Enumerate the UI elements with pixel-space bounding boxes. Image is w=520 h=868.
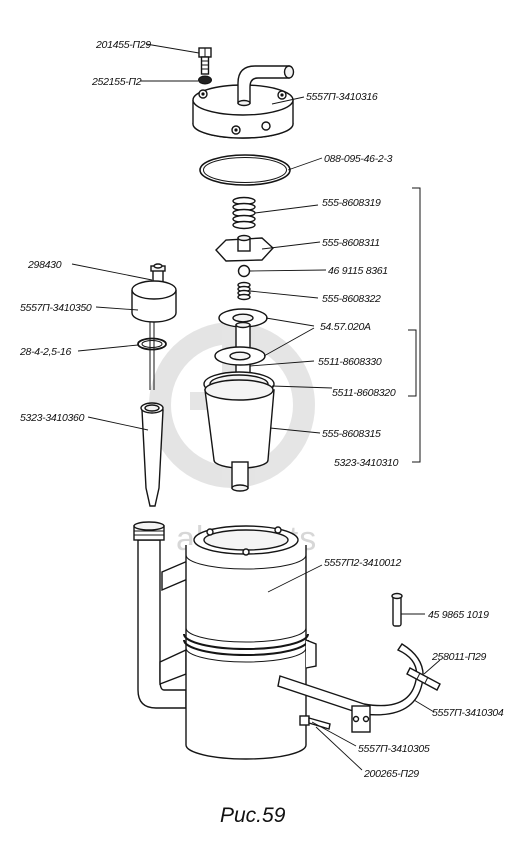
label-8608315: 555-8608315 [322,428,381,440]
label-200265: 200265-П29 [363,768,419,780]
label-3410350: 5557П-3410350 [20,302,92,314]
lower-bolt-part [299,715,331,730]
label-8608330: 5511-8608330 [318,356,382,368]
dip-tube-part [140,402,164,507]
label-28: 28-4-2,5-16 [19,346,71,358]
o-ring-part [199,154,291,186]
label-3410310: 5323-3410310 [334,457,399,469]
housing-part [133,521,317,760]
clamp-part [277,643,424,733]
assembly-bracket [408,187,421,463]
small-spring-part [237,281,251,301]
leader-lines [71,43,441,771]
label-459865: 45 9865 1019 [428,609,489,621]
label-8608319: 555-8608319 [322,197,381,209]
label-088: 088-095-46-2-3 [324,153,393,165]
label-3410304: 5557П-3410304 [432,707,504,719]
label-8608322: 555-8608322 [322,293,381,305]
cover-part [192,65,295,139]
ball-part [237,264,251,278]
label-8608311: 555-8608311 [322,237,380,249]
label-3410360: 5323-3410360 [20,412,85,424]
clamp-bolt-part [406,667,441,691]
label-8608320: 5511-8608320 [332,387,396,399]
small-o-ring-part [137,337,167,351]
figure-caption: Рис.59 [220,804,286,827]
spring-part [232,196,256,230]
filter-element-part [204,379,275,492]
valve-plate-part [215,234,274,262]
gasket-lower-part [214,346,266,366]
label-3410316: 5557П-3410316 [306,91,378,103]
label-201455: 201455-П29 [95,39,151,51]
bolt-part [198,47,212,75]
label-5457: 54.57.020А [320,321,371,333]
label-298430: 298430 [27,259,62,271]
label-3410305: 5557П-3410305 [358,743,430,755]
label-3410012: 5557П2-3410012 [324,557,401,569]
sensor-body-part [131,280,177,390]
label-252155: 252155-П2 [91,76,142,88]
washer-part [198,75,212,85]
label-469115: 46 9115 8361 [328,265,388,277]
pin-part [391,592,403,627]
label-258011: 258011-П29 [431,651,487,663]
